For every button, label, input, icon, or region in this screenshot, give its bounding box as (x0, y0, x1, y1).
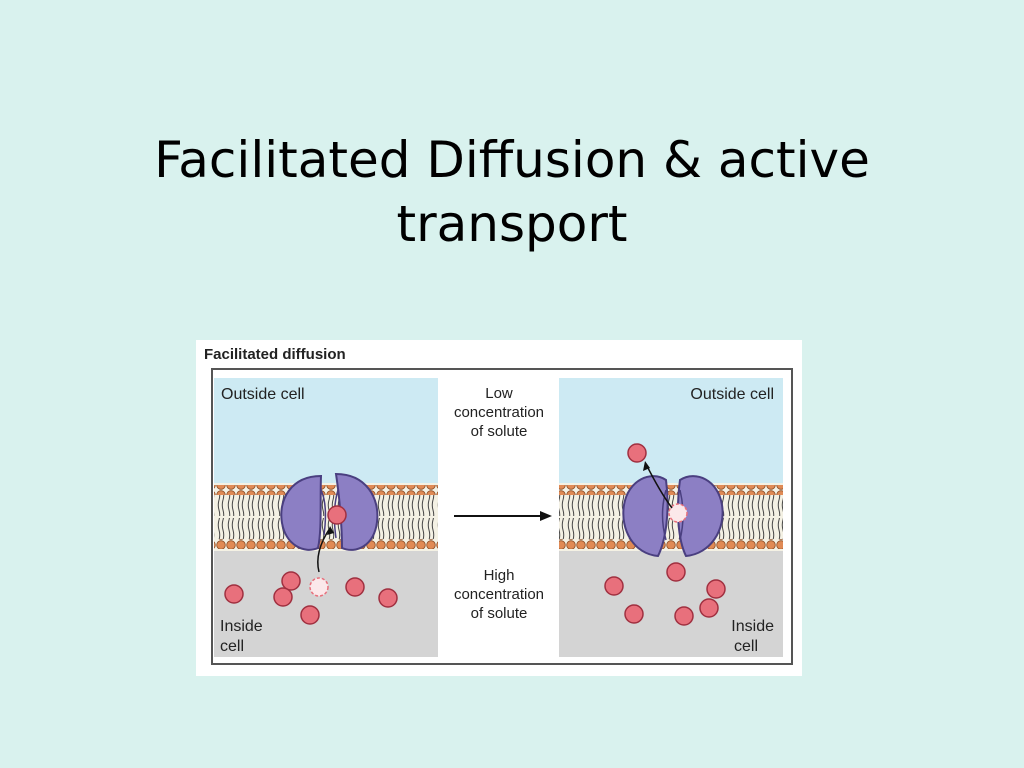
right-moving-solute-ghost (668, 503, 688, 523)
left-entry-arrowhead (327, 526, 334, 535)
right-carrier-protein (622, 475, 724, 558)
left-moving-solute-ghost (309, 577, 329, 597)
center-column: Low concentration of solute High concent… (454, 385, 552, 622)
high-concentration-line-1: High (484, 567, 515, 584)
left-entry-arrow (317, 527, 331, 573)
right-inside-label-line-2: cell (734, 638, 758, 655)
figure-frame (211, 368, 793, 665)
high-concentration-line-3: of solute (471, 605, 528, 622)
left-panel: Outside cell Inside cell (214, 378, 438, 657)
left-inside-solutes (224, 571, 398, 625)
figure-svg: Facilitated diffusion Outside cell Insid… (196, 340, 802, 676)
slide-title-line-2: transport (396, 195, 628, 253)
high-concentration-line-2: concentration (454, 586, 544, 603)
left-outside-region (214, 378, 438, 483)
left-outside-label: Outside cell (221, 386, 305, 403)
slide-title-line-1: Facilitated Diffusion & active (154, 131, 870, 189)
right-outside-region (559, 378, 783, 483)
left-bound-solute (327, 505, 347, 525)
low-concentration-line-1: Low (485, 385, 513, 402)
slide-title: Facilitated Diffusion & active transport (0, 128, 1024, 256)
right-panel: Outside cell Inside cell (559, 378, 783, 657)
figure-heading: Facilitated diffusion (204, 346, 346, 363)
left-inside-label-line-2: cell (220, 638, 244, 655)
left-inside-region (214, 551, 438, 657)
right-inside-solutes (604, 562, 726, 626)
right-inside-label-line-1: Inside (731, 618, 774, 635)
left-carrier-protein (280, 472, 379, 551)
right-exit-arrowhead (643, 461, 650, 471)
left-inside-label-line-1: Inside (220, 618, 263, 635)
low-concentration-line-3: of solute (471, 423, 528, 440)
right-outside-label: Outside cell (690, 386, 774, 403)
facilitated-diffusion-figure: Facilitated diffusion Outside cell Insid… (196, 340, 802, 676)
transition-arrowhead (540, 511, 552, 521)
low-concentration-line-2: concentration (454, 404, 544, 421)
right-released-solute (627, 443, 647, 463)
